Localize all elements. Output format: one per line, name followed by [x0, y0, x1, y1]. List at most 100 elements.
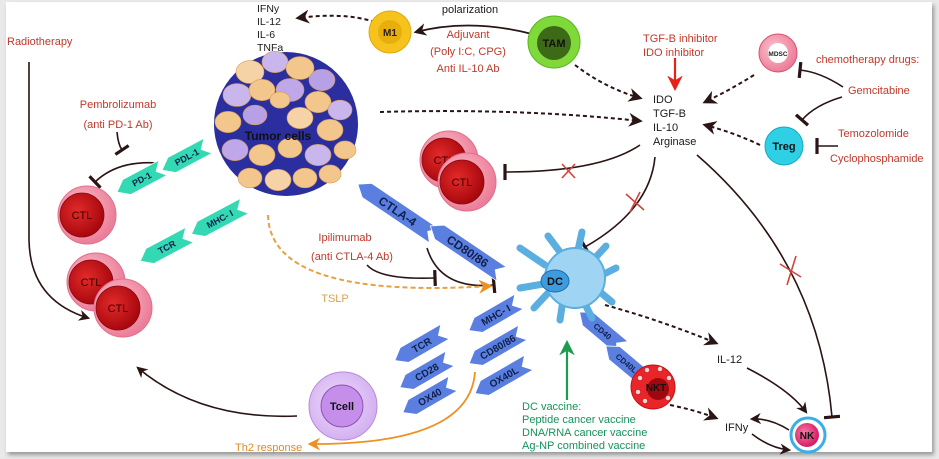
nk-ifny-arrow: [749, 412, 790, 431]
tumor-cell-blob: [222, 83, 252, 107]
adjuvant-examples-label: (Poly I:C, CPG): [430, 46, 506, 58]
nk-label: NK: [800, 431, 815, 442]
tslp-label: TSLP: [321, 293, 349, 305]
tumor-cell-blob: [316, 119, 344, 141]
polarization-arrow: [413, 23, 533, 36]
peptide-vaccine-label: Peptide cancer vaccine: [522, 414, 636, 426]
pembrolizumab-label: Pembrolizumab: [80, 99, 156, 111]
tcell-label: Tcell: [330, 401, 354, 413]
tumor-cell-blob: [327, 99, 353, 121]
dc-vaccine-labels: DC vaccine: Peptide cancer vaccine DNA/R…: [522, 401, 647, 452]
tumor-cell-blob: [264, 169, 292, 191]
ag-np-vaccine-label: Ag-NP combined vaccine: [522, 440, 645, 452]
tcell-ctl-arrow: [136, 366, 298, 418]
tumor-cell-blob: [286, 107, 314, 129]
cd80-86-dc: CD80/86: [429, 224, 508, 282]
dna-rna-vaccine-label: DNA/RNA cancer vaccine: [522, 427, 647, 439]
pembrolizumab-inhibit: [114, 131, 130, 156]
nkt-label: NKT: [646, 383, 667, 394]
treg-label: Treg: [772, 141, 795, 153]
tcr-receptor-tcell: TCR: [394, 323, 451, 363]
pd1-receptor: PD-1: [116, 159, 168, 195]
suppressive-inhibit-dc: [579, 156, 656, 255]
dendritic-cell: DC: [516, 228, 620, 324]
adjuvant-labels: Adjuvant (Poly I:C, CPG) Anti IL-10 Ab: [430, 29, 506, 75]
th2-arrow: [307, 371, 476, 451]
ctl-cell: CTL: [57, 185, 117, 245]
ipilimumab-inhibit: [366, 264, 437, 287]
tumor-cell-blob: [285, 56, 315, 80]
radiotherapy-arrow: [28, 62, 91, 321]
tumor-cell-blob: [269, 91, 291, 109]
cd80-86-dc-label: CD80/86: [444, 232, 491, 270]
gemcitabine-inhibit-mdsc: [797, 61, 844, 88]
tam-label: TAM: [542, 38, 565, 50]
tgfb-inhibitor-label: TGF-B inhibitor: [643, 33, 718, 45]
m1-macrophage: M1: [368, 10, 412, 54]
tumor-cell-blob: [304, 144, 332, 166]
il12-label: IL-12: [717, 354, 742, 366]
dc-vaccine-title: DC vaccine:: [522, 401, 581, 413]
tumor-cell-blob: [242, 104, 268, 126]
th2-response-label: Th2 response: [235, 442, 302, 454]
ipilimumab-label: Ipilimumab: [318, 232, 371, 244]
il12-nk-arrow: [746, 367, 808, 414]
m1-cytokine-arrow: [295, 9, 376, 24]
pdl1-inhibit-ctl: [88, 161, 159, 189]
cytokine-il12: IL-12: [257, 16, 281, 28]
tumor-cell-blob: [248, 79, 276, 101]
figure-paper: [6, 2, 932, 452]
m1-cytokine-list: IFNy IL-12 IL-6 TNFa: [257, 3, 283, 54]
cytokine-ifny: IFNy: [257, 3, 280, 15]
tumor-cell-blob: [308, 69, 336, 91]
radiotherapy-label: Radiotherapy: [7, 36, 73, 48]
temozolomide-label: Temozolomide: [838, 128, 909, 140]
pembrolizumab-sub-label: (anti PD-1 Ab): [83, 119, 152, 131]
tumor-cell-blob: [292, 167, 318, 189]
ifny-label: IFNy: [725, 422, 749, 434]
nk-cell: NK: [789, 416, 827, 454]
ctl-label: CTL: [72, 210, 93, 222]
chemotherapy-title: chemotherapy drugs:: [816, 54, 919, 66]
ipilimumab-sub-label: (anti CTLA-4 Ab): [311, 251, 393, 263]
ido-inhibitor-label: IDO inhibitor: [643, 47, 704, 59]
cd40-receptor: CD40: [579, 311, 629, 356]
gemcitabine-label: Gemcitabine: [848, 85, 910, 97]
tumor-cell-blob: [333, 140, 357, 160]
treg-cell: Treg: [764, 126, 804, 166]
treg-il10-arrow: [702, 121, 761, 146]
cyclophosphamide-label: Cyclophosphamide: [830, 153, 924, 165]
blocked-x-marks: [561, 163, 802, 286]
tumor-cells: Tumor cells: [214, 51, 358, 196]
nkt-ifny-arrow: [669, 404, 719, 421]
mdsc-label: MDSC: [768, 51, 787, 58]
mdsc-cell: MDSC: [758, 33, 798, 73]
cytokine-tnfa: TNFa: [257, 42, 283, 54]
tslp-arrow: [267, 214, 493, 294]
blocked-x-dc: [625, 191, 645, 213]
gemcitabine-inhibit-treg: [794, 96, 843, 127]
mdsc-ido-arrow: [702, 74, 755, 104]
cytokine-il6: IL-6: [257, 29, 275, 41]
tumor-cell-blob: [214, 111, 242, 133]
polarization-label: polarization: [442, 4, 498, 16]
tumor-cell-blob: [277, 137, 303, 159]
blocked-x-nk: [779, 255, 802, 286]
factor-il10: IL-10: [653, 122, 678, 134]
mhc1-tumor: MHC- I: [190, 197, 250, 237]
tumor-cell-blob: [248, 144, 276, 166]
ctl-label: CTL: [452, 177, 473, 189]
tam-macrophage: TAM: [527, 15, 581, 69]
factor-arginase: Arginase: [653, 136, 696, 148]
m1-label: M1: [383, 28, 397, 39]
ifny-nk-arrow: [751, 433, 792, 455]
blocked-x-ctl: [561, 163, 576, 179]
nkt-cell: NKT: [630, 364, 676, 410]
tumor-cell-blob: [235, 60, 265, 84]
suppressive-inhibit-ctl: [503, 144, 641, 181]
tumor-cell-blob: [318, 164, 342, 184]
anti-il10-label: Anti IL-10 Ab: [437, 63, 500, 75]
tumor-cell-blob: [221, 139, 249, 161]
